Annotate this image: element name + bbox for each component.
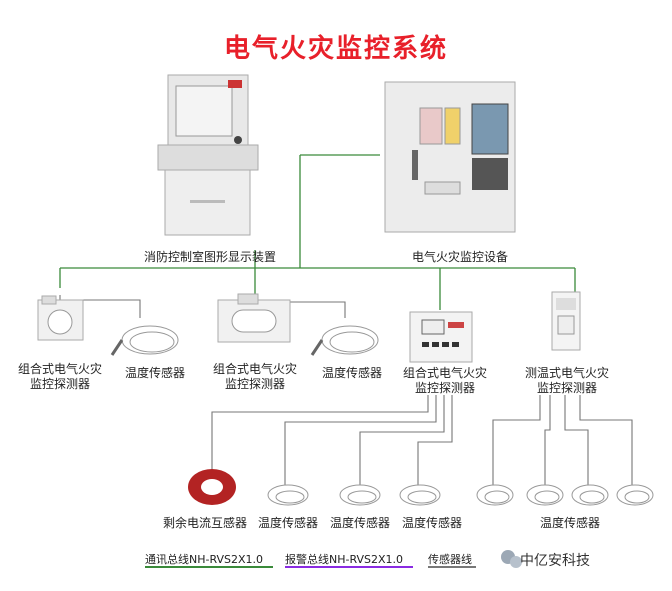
legend-sensor-line: 传感器线: [428, 553, 472, 566]
legend-alarm-bus: 报警总线NH-RVS2X1.0: [285, 553, 404, 566]
label-combo-detector-1: 组合式电气火灾 监控探测器: [5, 362, 115, 392]
label-combo-detector-3-line2: 监控探测器: [414, 381, 475, 395]
label-combo-detector-2-line1: 组合式电气火灾: [212, 362, 297, 376]
label-combo-detector-1-line2: 监控探测器: [29, 377, 90, 391]
legend-alarm-bus-line: [285, 566, 413, 568]
temp-sensor-c-device: [399, 484, 441, 506]
label-monitor-equipment: 电气火灾监控设备: [411, 250, 508, 264]
label-temp-detector: 测温式电气火灾 监控探测器: [512, 366, 622, 396]
label-combo-detector-3: 组合式电气火灾 监控探测器: [390, 366, 500, 396]
combo-detector-3-device: [409, 311, 473, 363]
comm-bus-lines: [59, 154, 576, 310]
temp-sensor-2-device: [310, 325, 379, 356]
label-temp-detector-line1: 测温式电气火灾: [524, 366, 609, 380]
combo-detector-2-device: [217, 293, 291, 343]
label-temp-sensor-1: 温度传感器: [124, 366, 185, 380]
temp-sensor-1-device: [110, 325, 179, 356]
temp-sensor-b-device: [339, 484, 381, 506]
label-temp-detector-line2: 监控探测器: [536, 381, 597, 395]
label-combo-detector-2-line2: 监控探测器: [224, 377, 285, 391]
wechat-brand-icon: [501, 550, 522, 568]
temp-sensor-a-device: [267, 484, 309, 506]
temp-sensor-group-device: [476, 484, 654, 506]
graphic-display-device: [157, 74, 259, 236]
temp-detector-device: [551, 291, 581, 351]
label-combo-detector-3-line1: 组合式电气火灾: [402, 366, 487, 380]
legend-comm-bus: 通讯总线NH-RVS2X1.0: [145, 553, 264, 566]
label-temp-sensor-a: 温度传感器: [257, 516, 318, 530]
residual-ct-device: [188, 469, 236, 505]
label-temp-sensor-group: 温度传感器: [539, 516, 600, 530]
page-title: 电气火灾监控系统: [223, 34, 448, 64]
sensor-lines: [59, 295, 633, 485]
label-temp-sensor-b: 温度传感器: [329, 516, 390, 530]
label-residual-ct: 剩余电流互感器: [162, 516, 247, 530]
label-graphic-display: 消防控制室图形显示装置: [143, 250, 276, 264]
combo-detector-1-device: [37, 295, 84, 341]
legend-sensor-line-line: [428, 566, 476, 568]
label-combo-detector-2: 组合式电气火灾 监控探测器: [200, 362, 310, 392]
monitor-equipment-device: [384, 81, 516, 233]
legend-comm-bus-line: [145, 566, 273, 568]
label-combo-detector-1-line1: 组合式电气火灾: [17, 362, 102, 376]
label-temp-sensor-2: 温度传感器: [321, 366, 382, 380]
label-temp-sensor-c: 温度传感器: [401, 516, 462, 530]
brand-text: 中亿安科技: [520, 553, 590, 569]
